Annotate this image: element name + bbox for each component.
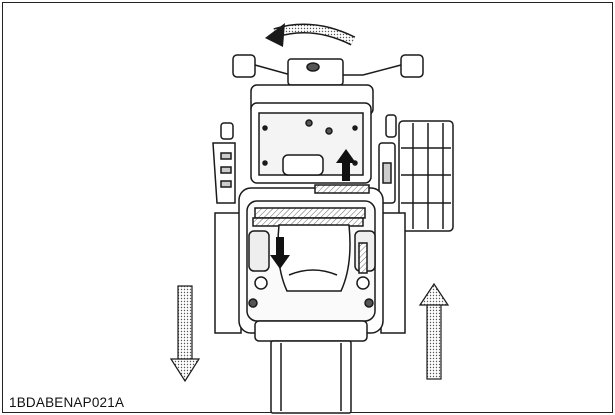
- rear-extension: [254, 320, 368, 414]
- curved-arrow-counterclockwise-icon: [265, 23, 356, 47]
- cabin-body: [250, 102, 372, 184]
- arrow-down-icon: [270, 237, 290, 269]
- arrow-up-icon: [418, 282, 450, 380]
- right-step-frame: [378, 114, 454, 232]
- arrow-down-icon: [169, 285, 201, 383]
- figure-code-label: 1BDABENAP021A: [9, 395, 125, 410]
- machine-top-view-diagram: [169, 23, 454, 414]
- lower-chassis: [214, 184, 406, 334]
- left-fender: [212, 122, 236, 204]
- arrow-up-icon: [336, 149, 356, 181]
